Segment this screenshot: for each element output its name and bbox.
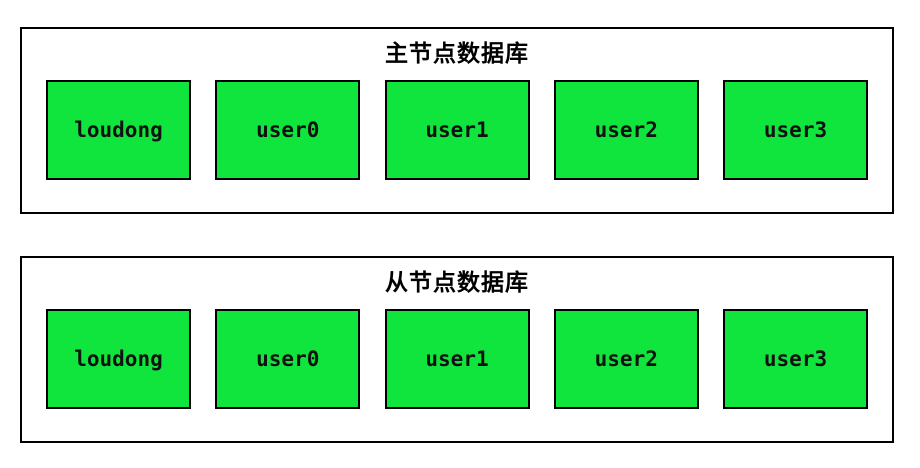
database-box-user1: user1 bbox=[384, 309, 530, 409]
database-box-user0: user0 bbox=[215, 309, 361, 409]
database-box-user3: user3 bbox=[723, 309, 868, 409]
slave-database-group: 从节点数据库 loudong user0 user1 user2 user3 bbox=[20, 256, 894, 443]
database-box-user3: user3 bbox=[723, 80, 868, 180]
database-box-loudong: loudong bbox=[46, 80, 191, 180]
slave-group-title: 从节点数据库 bbox=[385, 269, 529, 295]
master-database-group: 主节点数据库 loudong user0 user1 user2 user3 bbox=[20, 27, 894, 214]
master-database-row: loudong user0 user1 user2 user3 bbox=[22, 80, 892, 180]
database-box-user2: user2 bbox=[553, 309, 699, 409]
master-group-title: 主节点数据库 bbox=[385, 40, 529, 66]
database-box-user2: user2 bbox=[553, 80, 699, 180]
database-box-loudong: loudong bbox=[46, 309, 191, 409]
database-box-user1: user1 bbox=[384, 80, 530, 180]
slave-database-row: loudong user0 user1 user2 user3 bbox=[22, 309, 892, 409]
database-box-user0: user0 bbox=[215, 80, 361, 180]
